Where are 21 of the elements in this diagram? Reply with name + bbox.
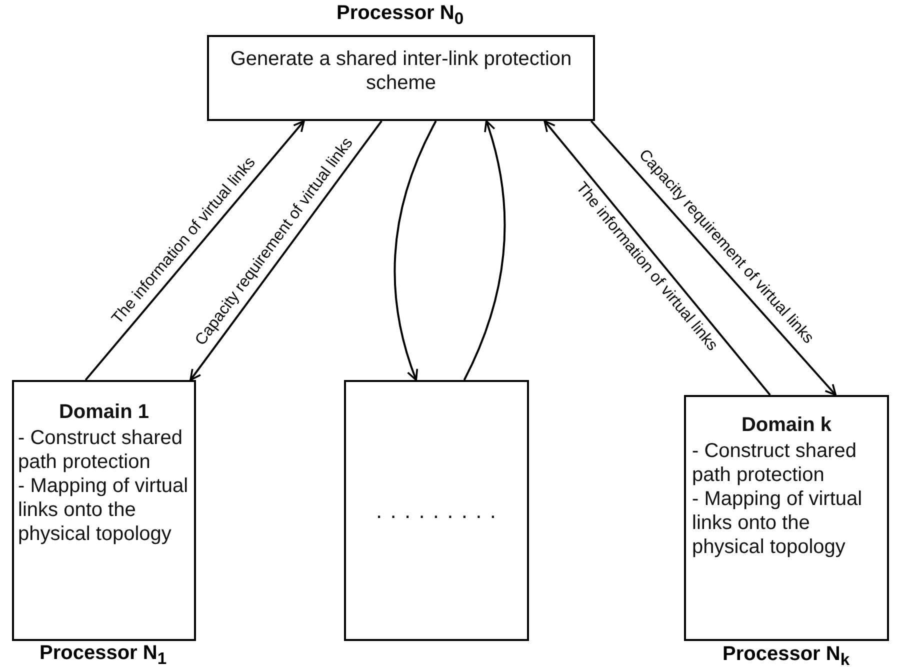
box-text: - Construct shared path protection [18,426,184,474]
processor-label: Processor N$_{k}$ [722,643,850,667]
processor-label: Processor N$_{1}$ [40,642,167,667]
box-text: - Mapping of virtual links onto the physical topology [18,474,190,546]
process-box [207,35,595,121]
ellipsis-text: . . . . . . . . . [376,498,497,522]
arrow [590,120,837,396]
box-text: - Mapping of virtual links onto the physical topology [692,487,864,559]
process-box [684,395,889,641]
arrow [394,120,437,381]
arrow [84,120,305,381]
box-heading: Domain k [740,413,833,437]
process-box [344,380,529,641]
box-text: - Construct shared path protection [692,439,858,487]
arrow [544,120,771,396]
processor-label: Processor N$_{0}$ [336,2,464,29]
arrow [463,120,506,380]
box-heading: Domain 1 [58,400,150,424]
arrow [190,120,382,381]
box-text: Generate a shared inter-link protection scheme [229,47,573,95]
process-box [12,380,196,641]
